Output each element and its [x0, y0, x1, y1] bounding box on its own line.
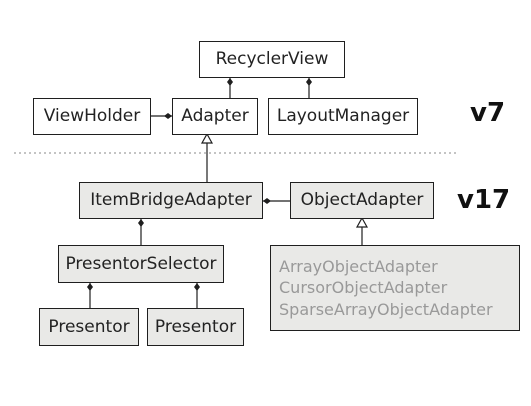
version-label-v17: v17	[457, 185, 511, 215]
layoutmanager-label: LayoutManager	[276, 106, 410, 126]
presentor-left-label: Presentor	[48, 316, 130, 337]
diamond-recyclerview-layoutmanager	[306, 78, 312, 86]
diamond-itembridge-presentorselector	[138, 219, 144, 227]
version-label-v7: v7	[470, 98, 506, 128]
itembridgeadapter-box: ItemBridgeAdapter	[79, 182, 263, 219]
itembridgeadapter-label: ItemBridgeAdapter	[90, 190, 252, 210]
viewholder-label: ViewHolder	[43, 106, 141, 126]
subclass-sparsearray-label: SparseArrayObjectAdapter	[279, 299, 493, 319]
presentor-right-label: Presentor	[154, 316, 237, 337]
recyclerview-box: RecyclerView	[199, 41, 345, 78]
layoutmanager-box: LayoutManager	[268, 98, 418, 135]
recyclerview-label: RecyclerView	[215, 49, 329, 69]
diamond-adapter-viewholder	[164, 113, 172, 119]
diamond-recyclerview-adapter	[227, 78, 233, 86]
presentor-right-box: Presentor	[147, 308, 244, 346]
diamond-selector-presentor-left	[87, 283, 93, 291]
diamond-selector-presentor-right	[194, 283, 200, 291]
diamond-itembridge-objectadapter	[263, 198, 271, 204]
adapter-label: Adapter	[181, 106, 249, 126]
subclass-array-label: ArrayObjectAdapter	[279, 257, 438, 277]
inheritance-arrow-objectadapter	[355, 216, 369, 228]
objectadapter-label: ObjectAdapter	[300, 190, 424, 210]
presentor-left-box: Presentor	[39, 308, 139, 346]
subclass-cursor-label: CursorObjectAdapter	[279, 278, 448, 298]
objectadapter-subclasses-box: ArrayObjectAdapter CursorObjectAdapter S…	[270, 245, 520, 331]
viewholder-box: ViewHolder	[33, 98, 151, 135]
presentorselector-label: PresentorSelector	[65, 253, 217, 274]
presentorselector-box: PresentorSelector	[58, 245, 224, 283]
inheritance-arrow-adapter	[200, 132, 214, 144]
adapter-box: Adapter	[172, 98, 258, 135]
objectadapter-box: ObjectAdapter	[290, 182, 434, 219]
